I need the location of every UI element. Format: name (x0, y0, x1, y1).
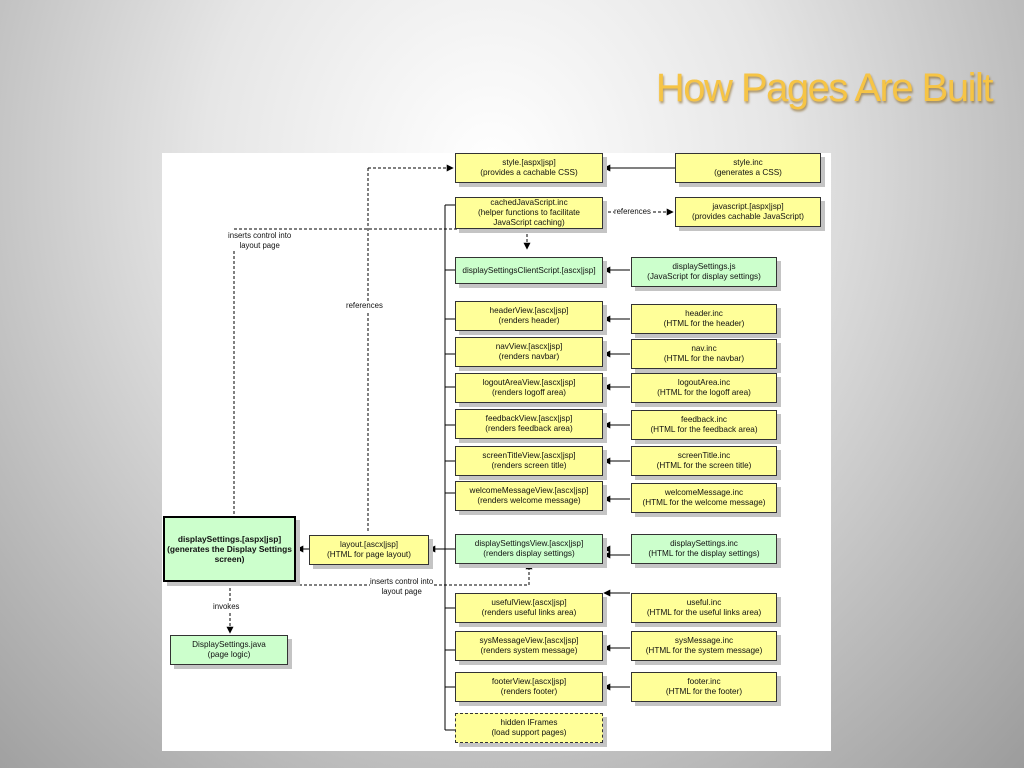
footer-inc-node: footer.inc(HTML for the footer) (631, 672, 777, 702)
display-settings-page-node: displaySettings.[aspx|jsp] (generates th… (163, 516, 296, 582)
display-settings-view-node: displaySettingsView.[ascx|jsp](renders d… (455, 534, 603, 564)
useful-view-node: usefulView.[ascx|jsp](renders useful lin… (455, 593, 603, 623)
inserts-control-label-top: inserts control into layout page (228, 231, 292, 250)
diagram-panel: displaySettings.[aspx|jsp] (generates th… (162, 153, 831, 751)
client-script-node: displaySettingsClientScript.[ascx|jsp] (455, 257, 603, 284)
header-inc-node: header.inc(HTML for the header) (631, 304, 777, 334)
sys-message-inc-node: sysMessage.inc(HTML for the system messa… (631, 631, 777, 661)
sys-message-view-node: sysMessageView.[ascx|jsp](renders system… (455, 631, 603, 661)
display-settings-js-node: displaySettings.js(JavaScript for displa… (631, 257, 777, 287)
page-logic-node: DisplaySettings.java (page logic) (170, 635, 288, 665)
logout-area-view-node: logoutAreaView.[ascx|jsp](renders logoff… (455, 373, 603, 403)
javascript-aspx-node: javascript.[aspx|jsp](provides cachable … (675, 197, 821, 227)
welcome-message-view-node: welcomeMessageView.[ascx|jsp](renders we… (455, 481, 603, 511)
logout-area-inc-node: logoutArea.inc(HTML for the logoff area) (631, 373, 777, 403)
feedback-inc-node: feedback.inc(HTML for the feedback area) (631, 410, 777, 440)
header-view-node: headerView.[ascx|jsp](renders header) (455, 301, 603, 331)
cached-javascript-node: cachedJavaScript.inc(helper functions to… (455, 197, 603, 229)
footer-view-node: footerView.[ascx|jsp](renders footer) (455, 672, 603, 702)
screen-title-inc-node: screenTitle.inc(HTML for the screen titl… (631, 446, 777, 476)
hidden-iframes-node: hidden IFrames(load support pages) (455, 713, 603, 743)
welcome-message-inc-node: welcomeMessage.inc(HTML for the welcome … (631, 483, 777, 513)
screen-title-view-node: screenTitleView.[ascx|jsp](renders scree… (455, 446, 603, 476)
layout-node: layout.[ascx|jsp] (HTML for page layout) (309, 535, 429, 565)
useful-inc-node: useful.inc(HTML for the useful links are… (631, 593, 777, 623)
references-label-middle: references (346, 301, 383, 311)
display-settings-inc-node: displaySettings.inc(HTML for the display… (631, 534, 777, 564)
slide-title: How Pages Are Built (655, 66, 994, 110)
inserts-control-label-bottom: inserts control into layout page (370, 577, 434, 596)
nav-view-node: navView.[ascx|jsp](renders navbar) (455, 337, 603, 367)
invokes-label: invokes (213, 602, 240, 612)
feedback-view-node: feedbackView.[ascx|jsp](renders feedback… (455, 409, 603, 439)
references-label-top: references (614, 207, 651, 217)
style-aspx-node: style.[aspx|jsp](provides a cachable CSS… (455, 153, 603, 183)
nav-inc-node: nav.inc(HTML for the navbar) (631, 339, 777, 369)
style-inc-node: style.inc(generates a CSS) (675, 153, 821, 183)
